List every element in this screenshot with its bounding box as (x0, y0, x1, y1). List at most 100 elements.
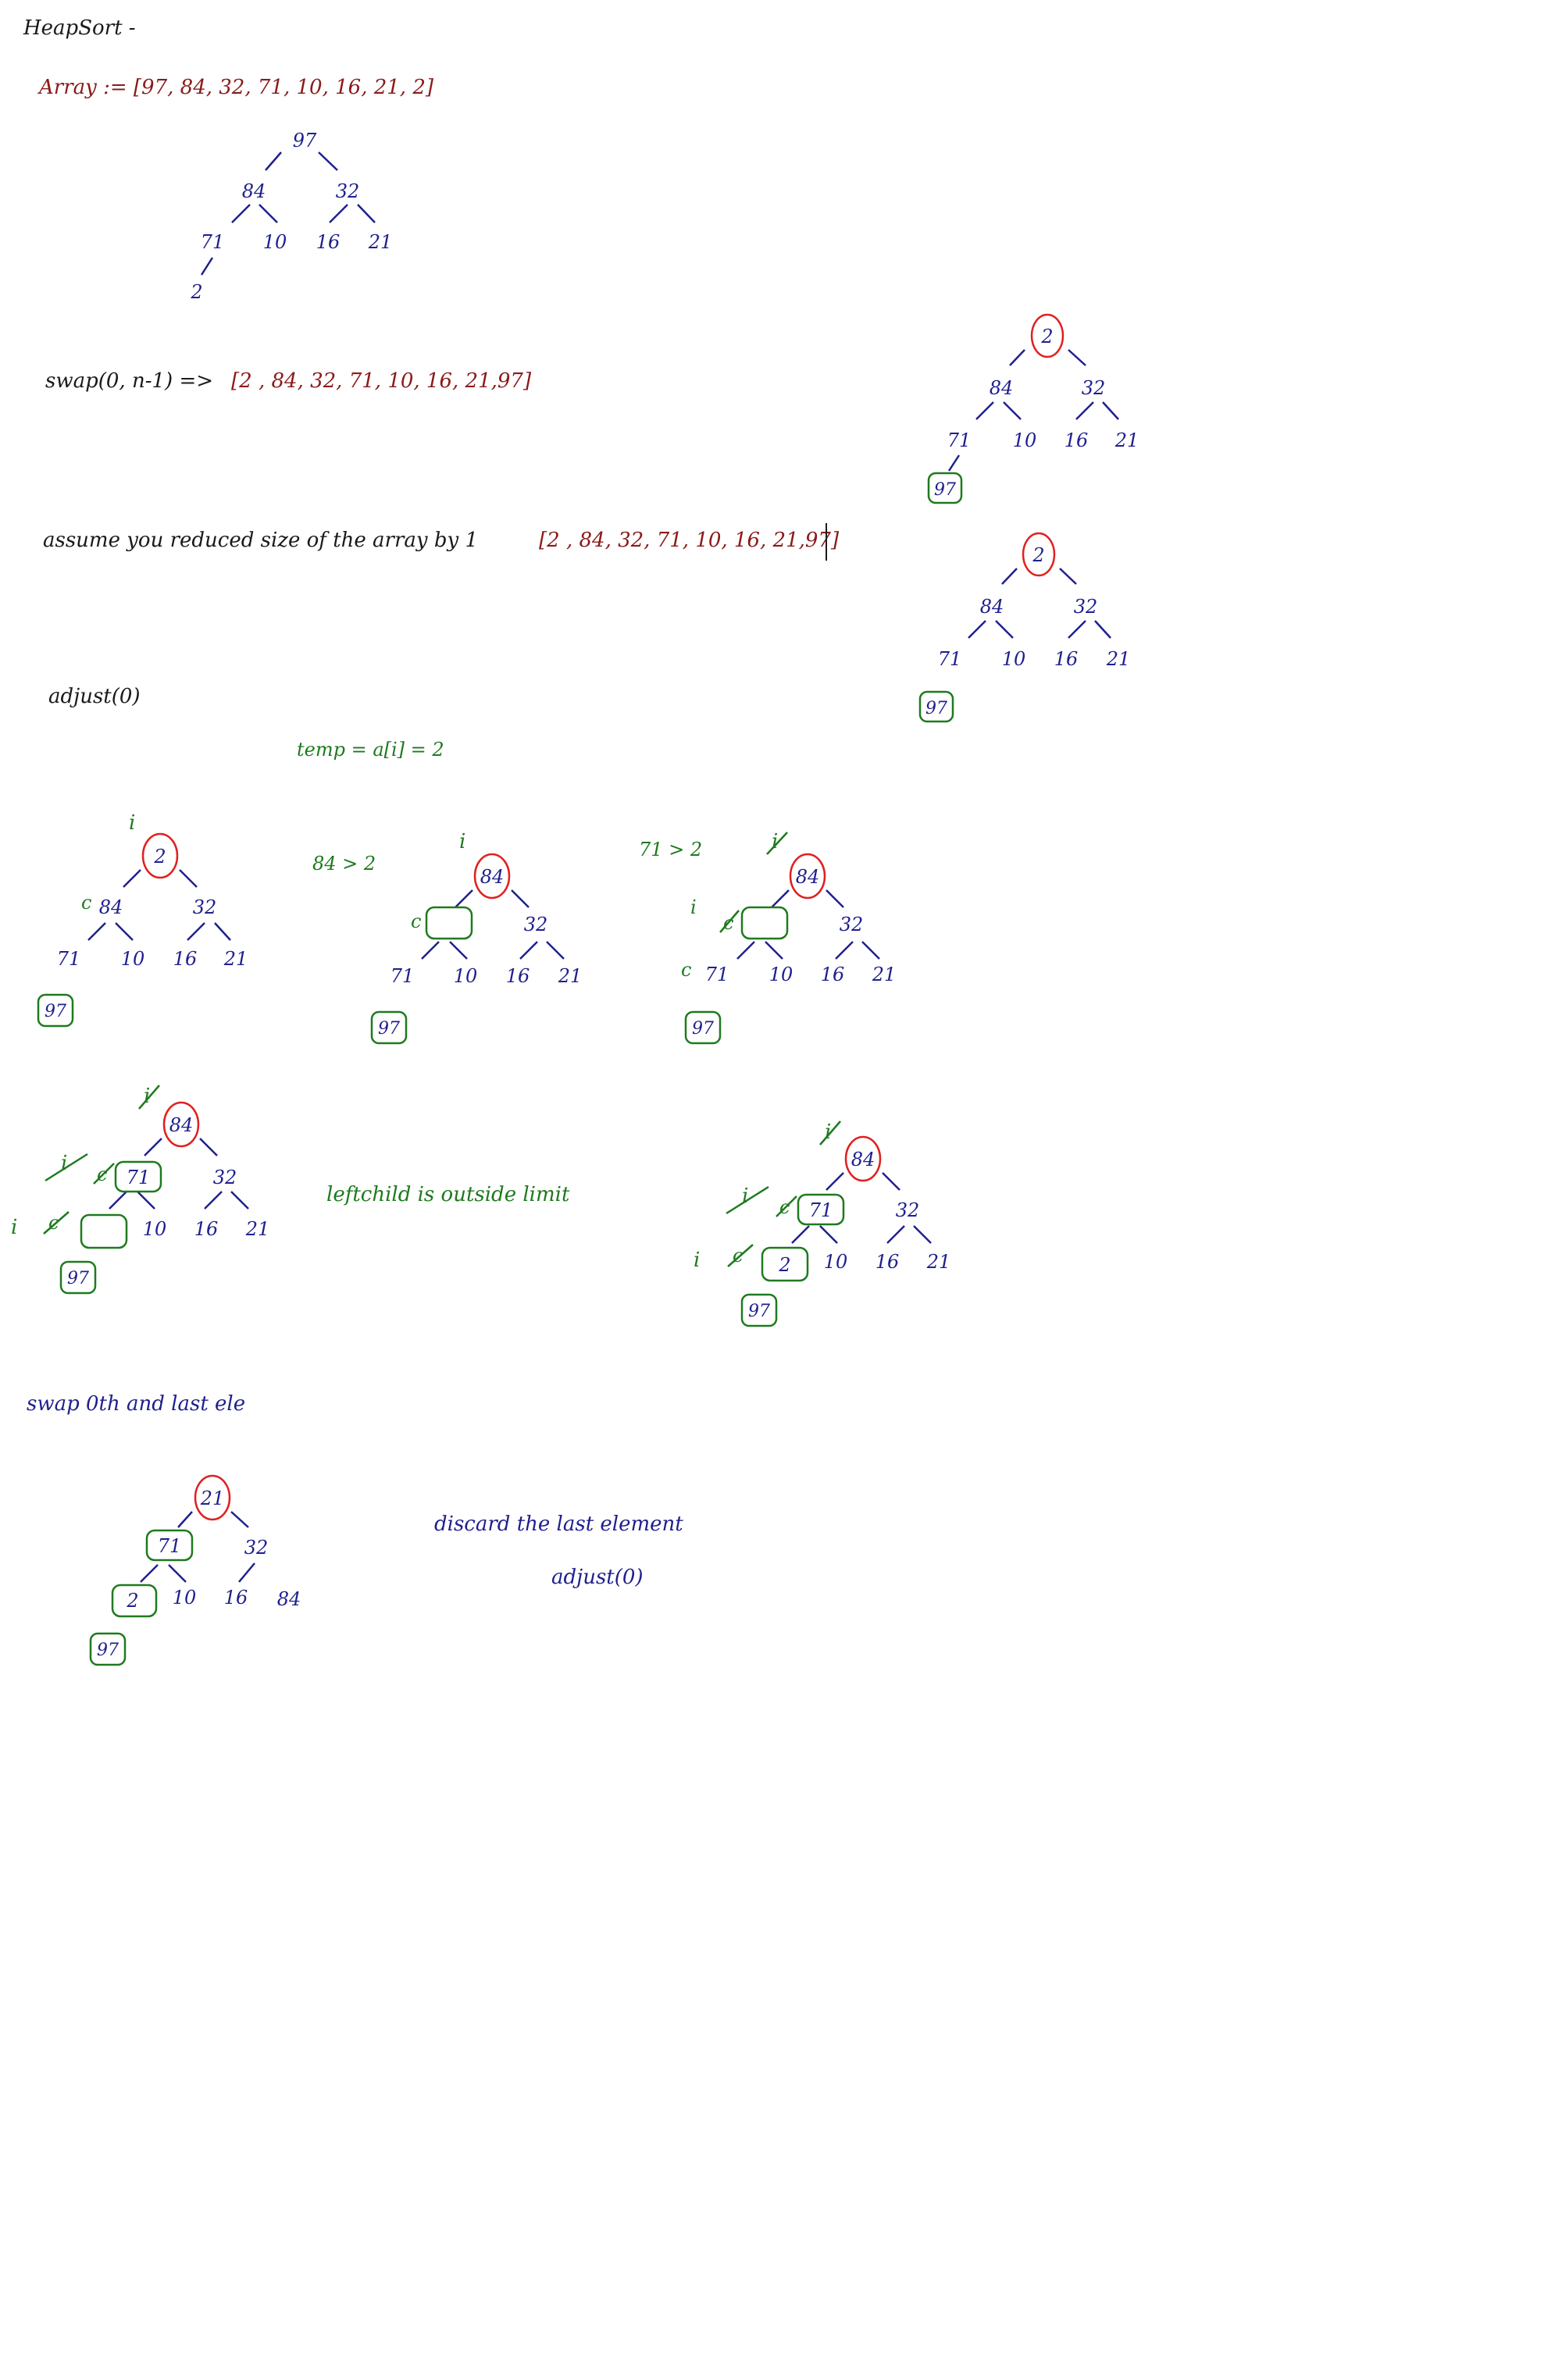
strike-mark (766, 832, 788, 855)
node-left: 71 (127, 1167, 151, 1188)
node-ll: 71 (705, 964, 729, 985)
discard-text: discard the last element (434, 1512, 683, 1536)
marker-c: c (81, 892, 91, 914)
sorted-box (89, 1632, 127, 1666)
node-lr: 10 (173, 1587, 197, 1609)
marker-i-crossed: i (825, 1121, 831, 1144)
tree-step-5: i i c i c 84 71 32 2 10 16 21 97 (694, 1121, 950, 1327)
strike-mark (93, 1163, 115, 1185)
node-root: 84 (796, 866, 820, 888)
node-sorted: 97 (97, 1641, 119, 1660)
strike-mark (43, 1211, 70, 1235)
sorted-box (684, 1010, 722, 1045)
sorted-box (370, 1010, 408, 1045)
node-sorted: 97 (692, 1019, 714, 1039)
strike-mark (719, 910, 740, 933)
node-ll: 71 (938, 648, 962, 670)
empty-slot-box (740, 906, 789, 940)
marker-i-crossed: i (144, 1085, 150, 1108)
node-rr: 21 (872, 964, 897, 985)
node-right: 32 (213, 1167, 237, 1188)
marker-i-crossed: i (742, 1185, 748, 1208)
tree-after-second-swap: 21 71 32 2 10 16 84 97 (89, 1474, 301, 1666)
tree-edges (947, 349, 1119, 472)
node-rr: 21 (1106, 648, 1131, 670)
node-lr: 10 (263, 231, 287, 253)
tree-edges (87, 869, 231, 941)
swap-last-text: swap 0th and last ele (27, 1392, 245, 1416)
tree-step-2: i c 84 32 71 10 16 21 97 (370, 830, 582, 1045)
node-box (797, 1193, 845, 1226)
node-lr: 10 (1013, 429, 1037, 451)
node-rl: 16 (506, 965, 530, 987)
node-rl: 16 (173, 948, 198, 970)
node-root: 21 (200, 1488, 225, 1509)
marker-i-crossed: i (772, 830, 778, 853)
node-rl: 16 (316, 231, 341, 253)
tree-edges (791, 1172, 932, 1244)
node-rl: 16 (224, 1587, 248, 1609)
node-box (145, 1529, 194, 1562)
tree-edges (421, 889, 565, 960)
strike-mark (45, 1153, 88, 1182)
strike-mark (819, 1121, 841, 1145)
sorted-box (59, 1260, 97, 1295)
node-left: 84 (980, 596, 1004, 618)
node-ll: 2 (126, 1590, 138, 1612)
empty-slot-box (80, 1213, 128, 1249)
swap-text: swap(0, n-1) => (45, 369, 213, 393)
node-right: 32 (896, 1199, 920, 1221)
node-box (761, 1246, 809, 1282)
node-root: 84 (480, 866, 505, 888)
node-root: 2 (1032, 544, 1044, 566)
node-rr: 21 (1114, 429, 1139, 451)
node-rl: 16 (1054, 648, 1079, 670)
node-rr: 21 (368, 231, 393, 253)
sorted-box (37, 993, 74, 1028)
node-right: 32 (244, 1537, 269, 1559)
node-right: 32 (524, 914, 548, 935)
root-highlight-circle (473, 853, 511, 900)
node-lr: 10 (1002, 648, 1026, 670)
node-lr: 10 (143, 1218, 167, 1240)
tree-step-1: i c 2 84 32 71 10 16 21 97 (37, 811, 248, 1028)
temp-text: temp = a[i] = 2 (297, 739, 444, 761)
empty-slot-box (425, 906, 473, 940)
node-root: 97 (293, 130, 317, 151)
page-heading: HeapSort - (23, 16, 136, 40)
node-left: 84 (99, 896, 123, 918)
marker-i-crossed: i (61, 1152, 67, 1175)
marker-i: i (129, 811, 135, 835)
root-highlight-circle (844, 1135, 882, 1182)
node-sorted: 97 (378, 1019, 400, 1039)
adjust-again-text: adjust(0) (551, 1566, 644, 1589)
strike-mark (727, 1244, 754, 1267)
node-root: 84 (851, 1149, 876, 1170)
node-ll: 2 (778, 1254, 790, 1276)
node-right: 32 (840, 914, 864, 935)
node-sorted: 97 (925, 699, 947, 718)
node-ll: 71 (390, 965, 415, 987)
node-box (111, 1584, 158, 1618)
node-ll: 71 (201, 231, 225, 253)
node-sorted: 97 (45, 1002, 66, 1021)
root-highlight-circle (789, 853, 826, 900)
root-highlight-circle (162, 1101, 200, 1148)
node-lr: 10 (824, 1251, 848, 1273)
tree-reduced: 2 84 32 71 10 16 21 97 (918, 532, 1131, 723)
swap-array: [2 , 84, 32, 71, 10, 16, 21,97] (231, 369, 532, 393)
root-highlight-circle (141, 832, 179, 879)
node-root: 84 (169, 1114, 194, 1136)
root-highlight-circle (194, 1474, 231, 1521)
node-right: 32 (1082, 377, 1106, 399)
tree-step-3: i i c c 84 32 71 10 16 21 97 (681, 830, 897, 1045)
tree-edges (736, 889, 880, 960)
marker-c: c (411, 910, 421, 932)
marker-i: i (459, 830, 465, 853)
tree-after-swap: 2 84 32 71 10 16 21 97 (927, 313, 1139, 504)
outside-limit-note: leftchild is outside limit (326, 1183, 570, 1206)
node-rr: 21 (245, 1218, 270, 1240)
sorted-box (927, 472, 963, 504)
node-rl: 16 (821, 964, 845, 985)
